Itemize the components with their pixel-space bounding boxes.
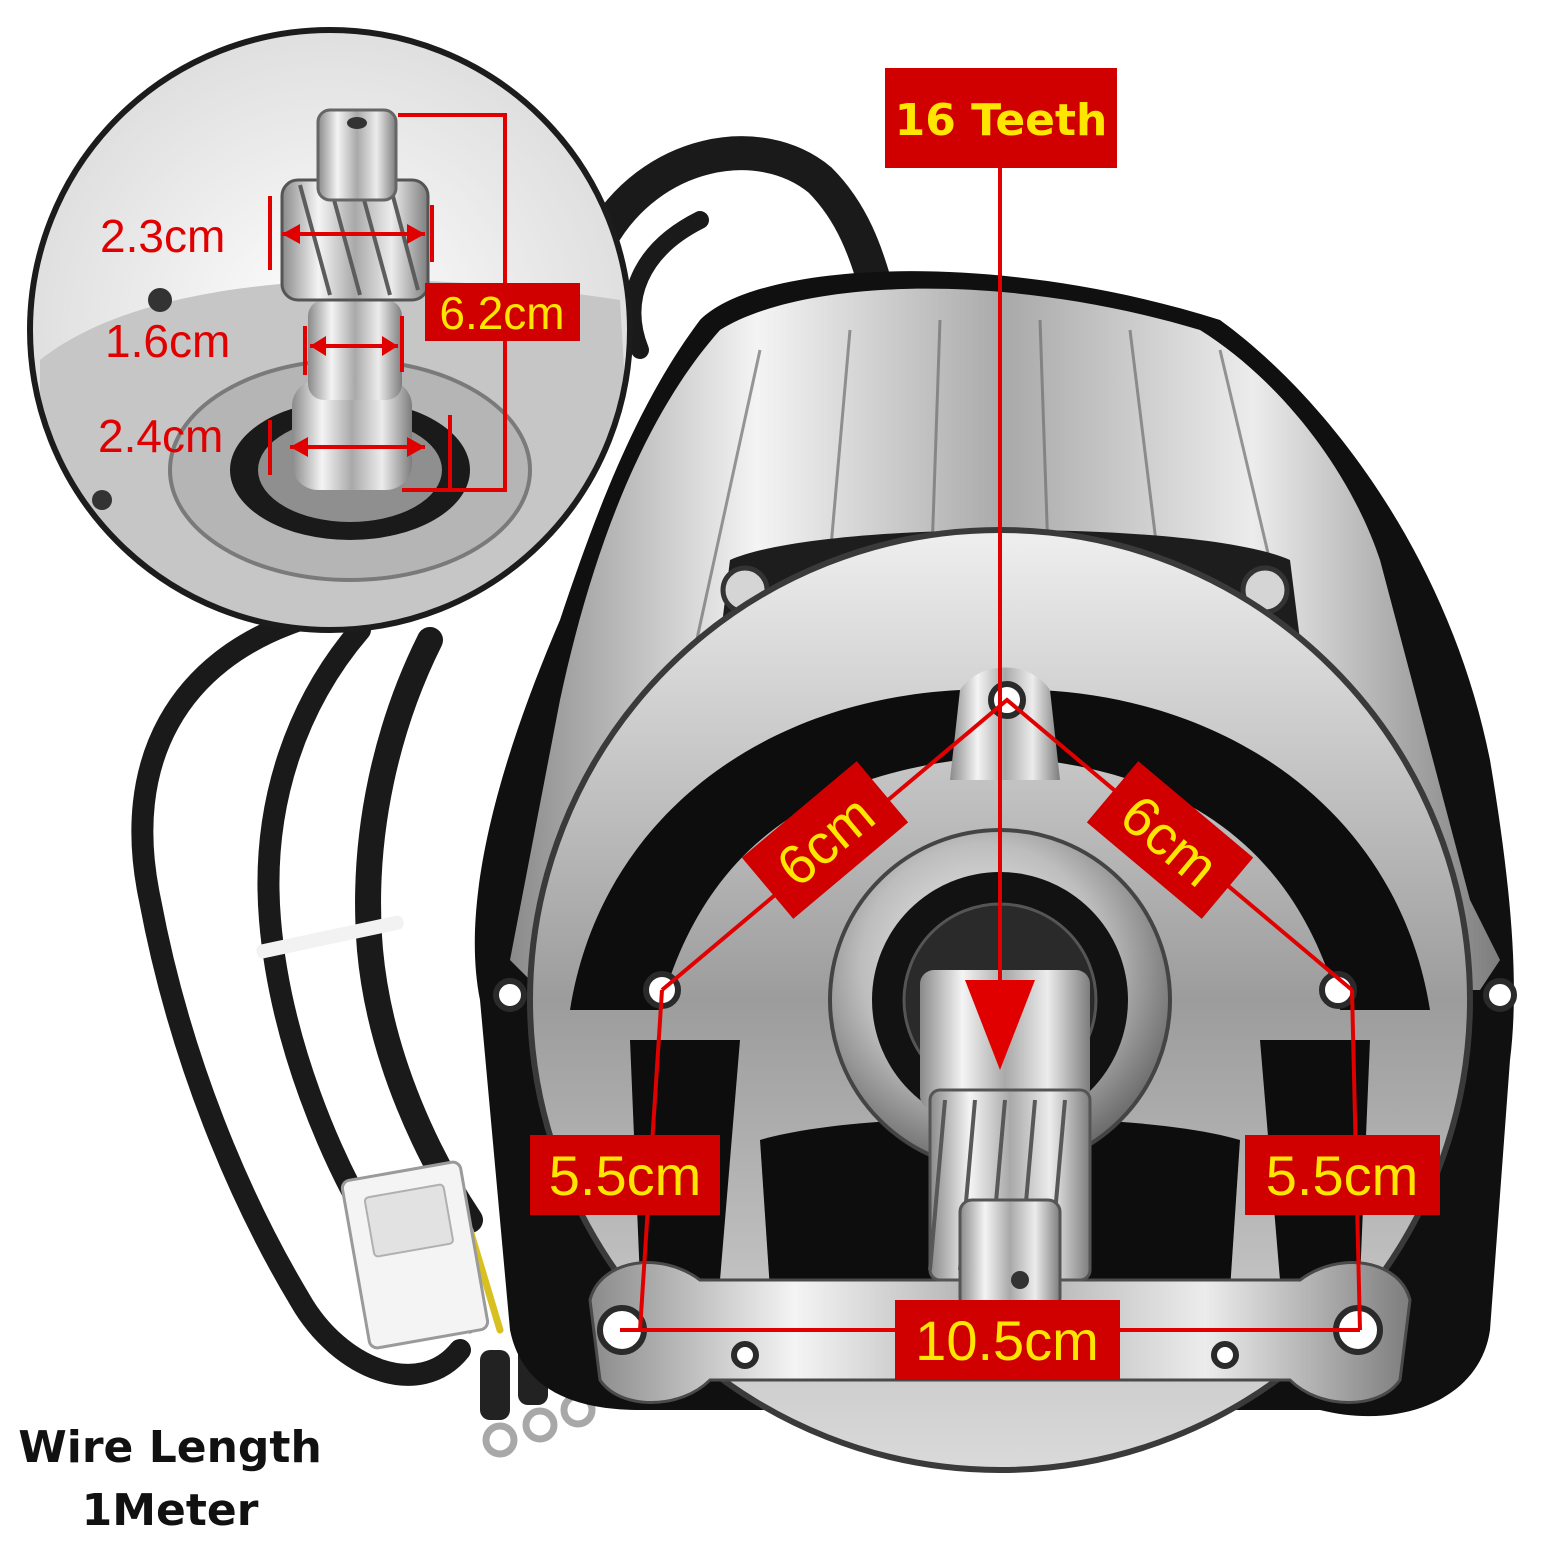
label-16-teeth: 16 Teeth bbox=[885, 68, 1117, 168]
shaft-length-label: 6.2cm bbox=[439, 287, 564, 339]
shaft-base-label: 2.4cm bbox=[98, 410, 223, 462]
mount-left-side-label: 5.5cm bbox=[549, 1144, 702, 1207]
mounting-holes bbox=[493, 681, 1517, 1369]
label-gear-diameter: 2.3cm bbox=[100, 210, 225, 262]
wire-length-note: Wire Length 1Meter bbox=[18, 1422, 322, 1536]
wire-length-line2: 1Meter bbox=[82, 1485, 259, 1536]
label-10-5cm: 10.5cm bbox=[895, 1300, 1120, 1380]
inset-arrowheads bbox=[282, 224, 425, 457]
arrow-down-icon bbox=[965, 980, 1035, 1070]
label-shaft-base: 2.4cm bbox=[98, 410, 223, 462]
label-right-5-5cm: 5.5cm bbox=[1245, 1135, 1440, 1215]
teeth-label: 16 Teeth bbox=[895, 95, 1108, 146]
label-shaft-small: 1.6cm bbox=[105, 315, 230, 367]
wire-length-line1: Wire Length bbox=[18, 1422, 322, 1473]
shaft-small-label: 1.6cm bbox=[105, 315, 230, 367]
shaft-inset bbox=[27, 27, 633, 633]
label-shaft-length: 6.2cm bbox=[425, 283, 580, 341]
dimension-lines bbox=[268, 113, 1362, 1332]
cable-tie bbox=[256, 915, 404, 959]
mount-bottom-label: 10.5cm bbox=[915, 1309, 1099, 1372]
connector-plug bbox=[340, 1160, 490, 1350]
mount-right-side-label: 5.5cm bbox=[1266, 1144, 1419, 1207]
label-left-5-5cm: 5.5cm bbox=[530, 1135, 720, 1215]
gear-diameter-label: 2.3cm bbox=[100, 210, 225, 262]
